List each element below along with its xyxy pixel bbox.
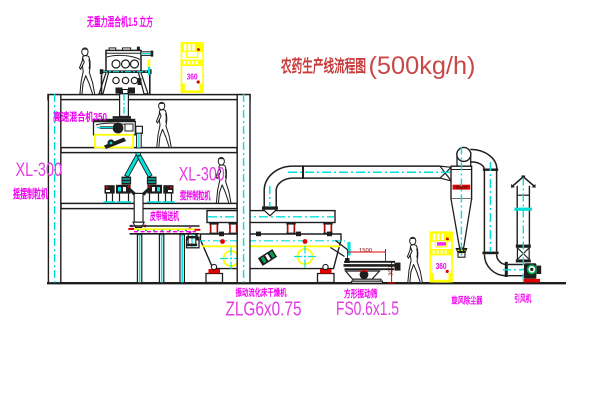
svg-text:XL-300: XL-300 <box>179 165 225 186</box>
svg-text:方形振动筛: 方形振动筛 <box>344 288 378 301</box>
svg-text:振动流化床干燥机: 振动流化床干燥机 <box>236 287 287 299</box>
svg-text:(500kg/h): (500kg/h) <box>369 52 476 80</box>
svg-text:摇摆制粒机: 摇摆制粒机 <box>13 186 48 201</box>
svg-text:搅拌制粒机: 搅拌制粒机 <box>180 189 211 202</box>
svg-text:1500: 1500 <box>359 248 372 254</box>
svg-text:300: 300 <box>389 266 395 276</box>
svg-text:无重力混合机1.5 立方: 无重力混合机1.5 立方 <box>86 14 153 29</box>
svg-text:旋风除尘器: 旋风除尘器 <box>451 295 483 306</box>
svg-text:农药生产线流程图: 农药生产线流程图 <box>280 56 366 76</box>
svg-text:FS0.6x1.5: FS0.6x1.5 <box>336 298 399 320</box>
svg-text:Φ800: Φ800 <box>456 185 468 190</box>
svg-text:ZLG6x0.75: ZLG6x0.75 <box>226 299 302 321</box>
svg-text:引风机: 引风机 <box>514 293 531 305</box>
svg-text:高速混合机350: 高速混合机350 <box>53 110 107 124</box>
svg-text:皮带输送机: 皮带输送机 <box>149 210 179 223</box>
svg-text:XL-300: XL-300 <box>16 160 63 181</box>
